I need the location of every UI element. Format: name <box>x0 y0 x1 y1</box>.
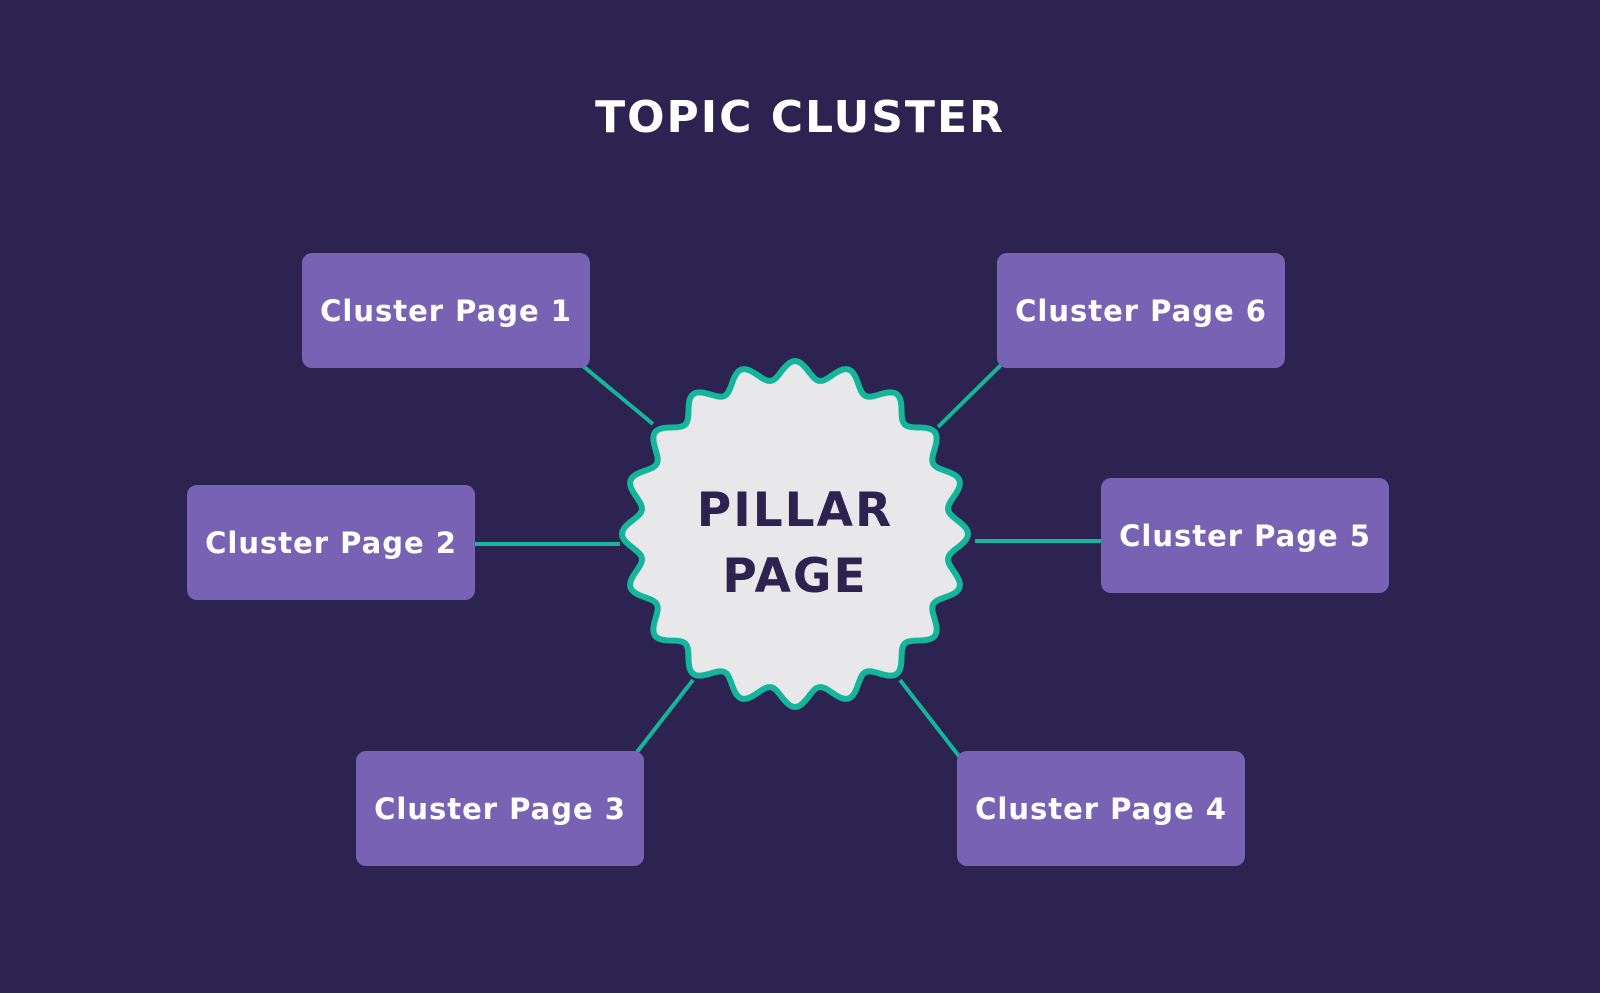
connector-cluster-page-4 <box>898 678 964 762</box>
cluster-page-6[interactable]: Cluster Page 6 <box>997 253 1285 368</box>
diagram-title: TOPIC CLUSTER <box>595 92 1005 143</box>
cluster-page-1[interactable]: Cluster Page 1 <box>302 253 590 368</box>
pillar-label-line-1: PILLAR <box>696 483 894 538</box>
connector-cluster-page-1 <box>581 364 655 426</box>
cluster-page-5[interactable]: Cluster Page 5 <box>1101 478 1389 593</box>
pillar-label-line-2: PAGE <box>722 549 868 604</box>
connector-cluster-page-6 <box>936 361 1005 429</box>
pillar-page-badge <box>619 358 971 710</box>
cluster-page-4[interactable]: Cluster Page 4 <box>957 751 1245 866</box>
cluster-page-2[interactable]: Cluster Page 2 <box>187 485 475 600</box>
connectors <box>475 361 1101 762</box>
pillar-page-label: PILLAR PAGE <box>645 478 945 610</box>
connector-cluster-page-3 <box>635 678 695 754</box>
cluster-page-3[interactable]: Cluster Page 3 <box>356 751 644 866</box>
